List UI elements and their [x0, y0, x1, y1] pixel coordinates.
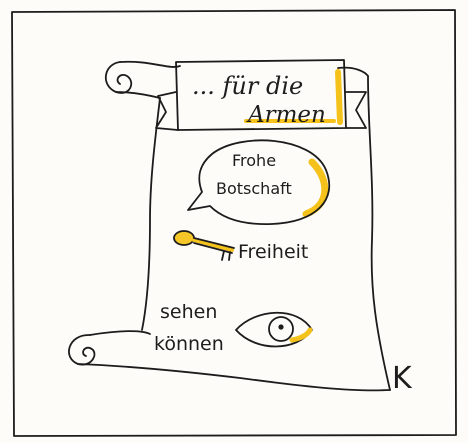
- banner-line2: Armen: [246, 102, 326, 128]
- key-icon: [173, 230, 235, 261]
- eye-icon: [235, 311, 313, 348]
- speech-bubble: Frohe Botschaft: [187, 139, 331, 226]
- bubble-line2: Botschaft: [216, 179, 292, 198]
- key-label: Freiheit: [238, 241, 308, 263]
- scroll-parchment: [68, 60, 391, 392]
- title-banner: ... für die Armen: [155, 59, 367, 131]
- banner-line1: ... für die: [192, 72, 303, 100]
- artist-signature: K: [392, 361, 413, 396]
- outer-frame: [11, 9, 457, 437]
- eye-label-line1: sehen: [160, 301, 217, 323]
- eye-label-line2: können: [154, 333, 224, 355]
- bubble-line1: Frohe: [232, 151, 276, 170]
